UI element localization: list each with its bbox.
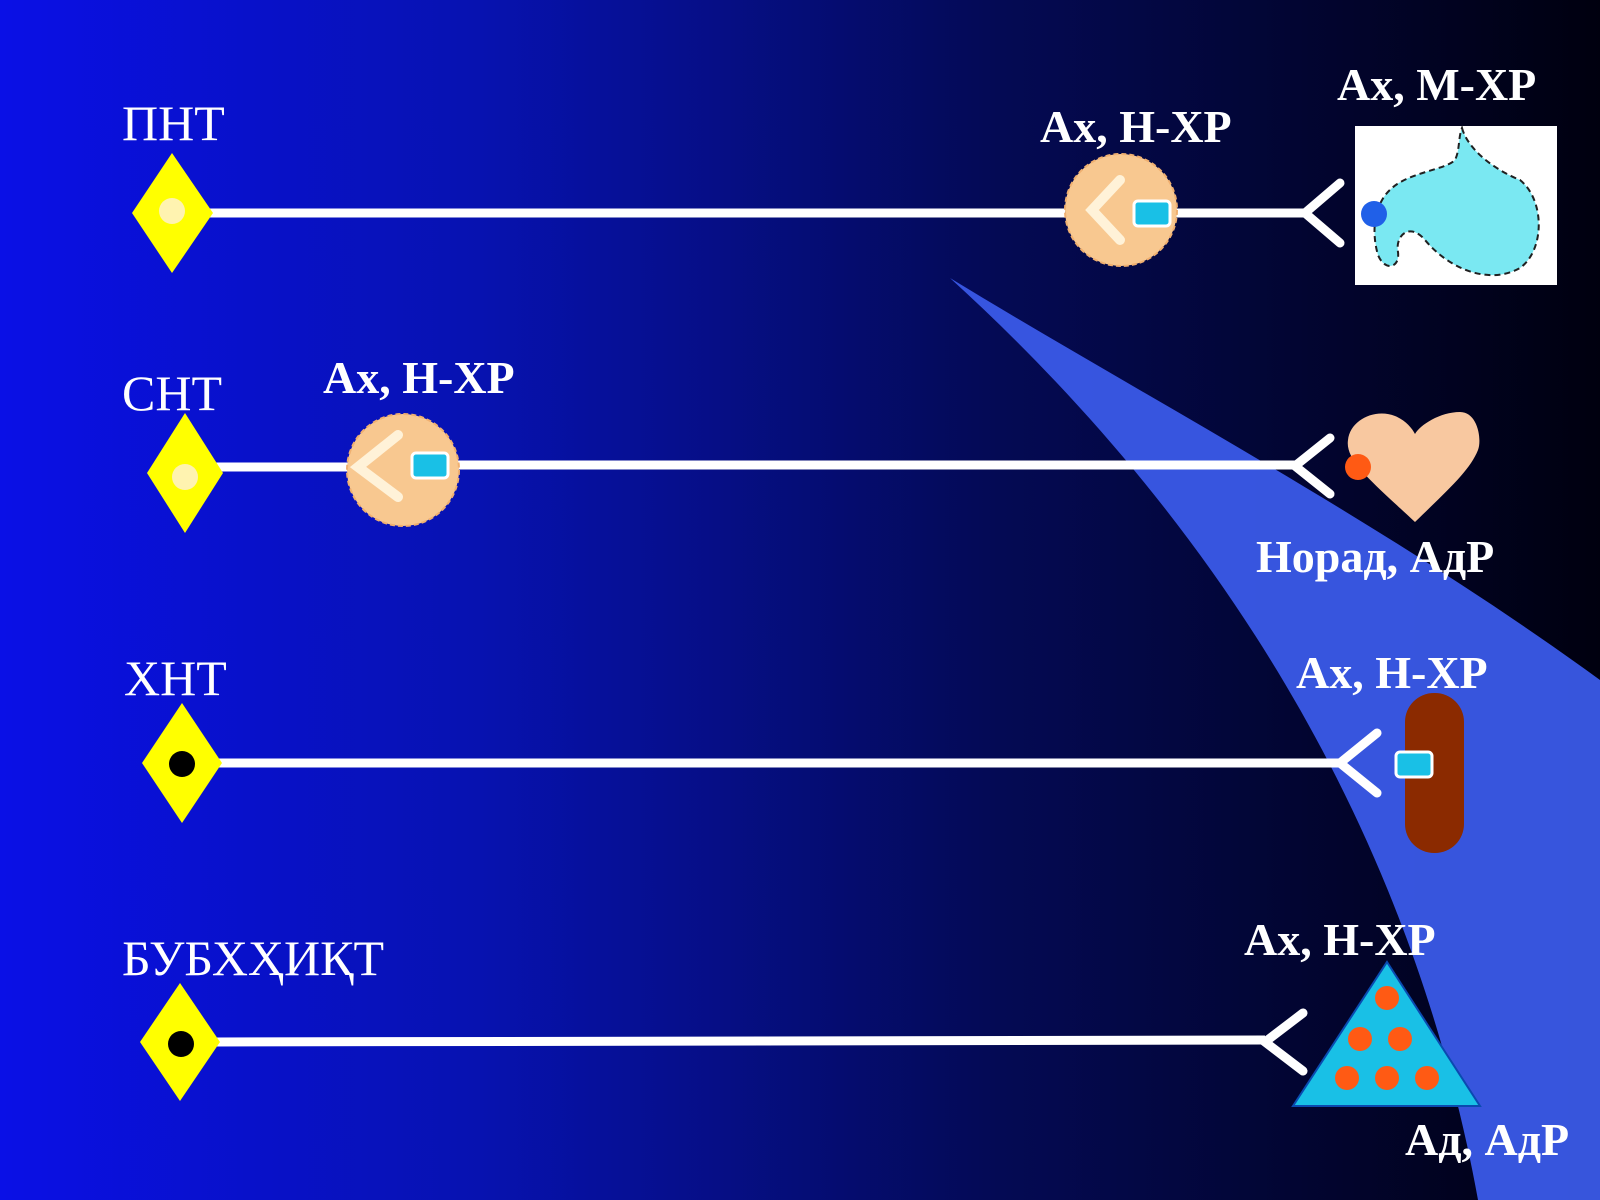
neuron-nucleus-pnt: [159, 198, 185, 224]
neuron-nucleus-snt: [172, 464, 198, 490]
receptor-label-bubhhikt: Ах, Н-ХР: [1244, 914, 1436, 965]
row-label-bubhhikt: БУБХҲИҚТ: [122, 930, 384, 986]
row-snt: СНТ Ах, Н-ХР Норад, АдР: [122, 352, 1494, 582]
synapse-fork-icon: [1085, 175, 1125, 245]
stomach-icon: [1373, 124, 1540, 277]
skeletal-muscle-icon: [1405, 693, 1464, 853]
synapse-fork-icon: [1298, 178, 1345, 248]
effector-label-bubhhikt: Ад, АдР: [1405, 1114, 1569, 1165]
receptor-icon: [410, 451, 450, 480]
receptor-icon: [1132, 199, 1172, 228]
synapse-fork-icon: [1287, 433, 1335, 499]
receptor-dot-icon: [1345, 454, 1371, 480]
row-label-snt: СНТ: [122, 365, 222, 421]
chromaffin-granule-icon: [1375, 1066, 1399, 1090]
row-label-hnt: ХНТ: [124, 650, 227, 706]
effector-label-hnt: Ах, Н-ХР: [1296, 647, 1488, 698]
row-hnt: ХНТ Ах, Н-ХР: [124, 647, 1488, 853]
row-label-pnt: ПНТ: [122, 95, 225, 151]
synapse-fork-icon: [1257, 1008, 1308, 1076]
effector-label-snt: Норад, АдР: [1256, 531, 1494, 582]
chromaffin-granule-icon: [1388, 1027, 1412, 1051]
ganglion-label-snt: Ах, Н-ХР: [323, 352, 515, 403]
synapse-fork-icon: [349, 430, 403, 502]
chromaffin-granule-icon: [1415, 1066, 1439, 1090]
ganglion-snt: [346, 413, 460, 527]
chromaffin-granule-icon: [1335, 1066, 1359, 1090]
heart-icon: [1347, 412, 1480, 522]
chromaffin-granule-icon: [1375, 986, 1399, 1010]
preganglionic-fiber-bubhhikt: [214, 1035, 1266, 1047]
row-bubhhikt: БУБХҲИҚТ Ах, Н-ХР Ад, АдР: [122, 914, 1569, 1165]
receptor-icon: [1394, 750, 1434, 779]
row-pnt: ПНТ Ах, Н-ХР Ах, М-ХР: [122, 59, 1557, 285]
effector-label-pnt: Ах, М-ХР: [1337, 59, 1536, 110]
highlight-wedge: [950, 278, 1600, 1200]
neuron-nucleus-hnt: [169, 751, 195, 777]
chromaffin-granule-icon: [1348, 1027, 1372, 1051]
synapse-fork-icon: [1332, 728, 1382, 798]
receptor-dot-icon: [1361, 201, 1387, 227]
ganglion-label-pnt: Ах, Н-ХР: [1040, 101, 1232, 152]
ganglion-pnt: [1064, 153, 1178, 267]
neuron-nucleus-bubhhikt: [168, 1031, 194, 1057]
